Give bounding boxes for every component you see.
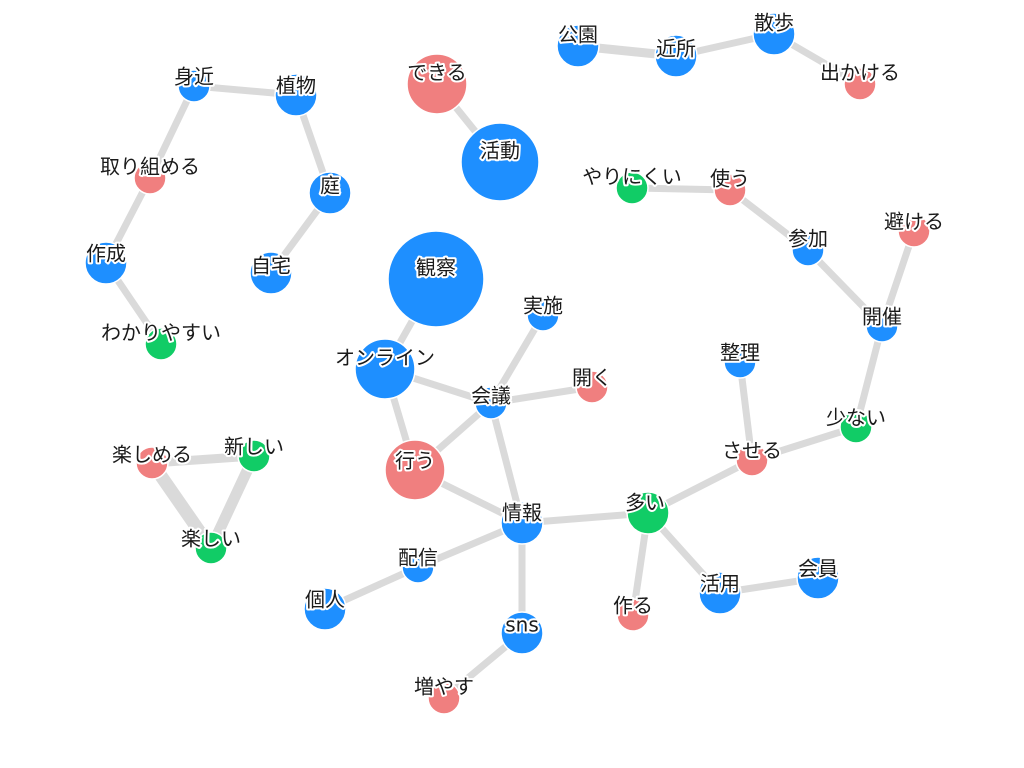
node-torikumeru[interactable]: [133, 161, 167, 195]
node-label-wakariyasui: わかりやすい: [101, 321, 221, 345]
node-label-niwa: 庭: [320, 174, 340, 198]
node-kinjo[interactable]: [654, 34, 698, 78]
node-label-yarinikui: やりにくい: [582, 165, 682, 189]
node-yarinikui[interactable]: [615, 171, 649, 205]
node-label-okonau: 行う: [395, 449, 435, 473]
node-mijika[interactable]: [177, 69, 211, 103]
node-fuyasu[interactable]: [427, 681, 461, 715]
node-label-saseru: させる: [722, 439, 782, 463]
node-tanoshimeru[interactable]: [135, 446, 169, 480]
node-kaisai[interactable]: [865, 309, 899, 343]
node-sanka[interactable]: [791, 233, 825, 267]
node-label-jitaku: 自宅: [251, 254, 291, 278]
node-label-torikumeru: 取り組める: [100, 155, 200, 179]
node-jitaku[interactable]: [249, 251, 293, 295]
node-label-haishin: 配信: [398, 546, 438, 570]
node-katsudou[interactable]: [460, 122, 540, 202]
node-sukunai[interactable]: [839, 410, 873, 444]
node-kaiin[interactable]: [796, 556, 840, 600]
edge-tanoshimeru-atarashii: [147, 451, 259, 468]
node-label-katsuyou: 活用: [700, 572, 740, 596]
node-label-kaigi: 会議: [471, 384, 511, 408]
node-label-tsukuru: 作る: [613, 594, 653, 618]
edge-mijika-torikumeru: [146, 82, 198, 182]
edge-tanoshimeru-tanoshii: [145, 456, 218, 555]
node-label-online: オンライン: [335, 346, 435, 370]
node-label-atarashii: 新しい: [224, 435, 284, 459]
node-sakusei[interactable]: [84, 241, 128, 285]
node-kaigi[interactable]: [474, 386, 508, 420]
node-label-sukunai: 少ない: [826, 406, 886, 430]
node-ooi[interactable]: [626, 491, 670, 535]
node-label-tsukau: 使う: [710, 167, 750, 191]
node-sakeru[interactable]: [897, 214, 931, 248]
node-label-kansatsu: 観察: [416, 256, 456, 280]
node-sanpo[interactable]: [752, 12, 796, 56]
node-label-sakusei: 作成: [86, 242, 126, 266]
node-label-hiraku: 開く: [572, 366, 612, 390]
node-kansatsu[interactable]: [387, 230, 485, 328]
node-label-ooi: 多い: [625, 491, 665, 515]
node-label-jisshi: 実施: [523, 294, 563, 318]
node-jouhou[interactable]: [500, 501, 544, 545]
node-label-dekiru: できる: [407, 61, 467, 85]
node-niwa[interactable]: [308, 171, 352, 215]
node-label-katsudou: 活動: [480, 139, 520, 163]
node-label-tanoshimeru: 楽しめる: [112, 443, 192, 467]
node-dekakeru[interactable]: [843, 67, 877, 101]
node-katsuyou[interactable]: [698, 571, 742, 615]
node-shokubutsu[interactable]: [274, 73, 318, 117]
node-tsukuru[interactable]: [616, 598, 650, 632]
node-atarashii[interactable]: [237, 439, 271, 473]
node-label-kojin: 個人: [305, 588, 345, 612]
edge-kaisai-sukunai: [852, 322, 886, 431]
node-layer: [84, 12, 931, 715]
node-tsukau[interactable]: [713, 173, 747, 207]
node-online[interactable]: [354, 338, 416, 400]
node-label-dekakeru: 出かける: [820, 61, 900, 85]
node-kouen[interactable]: [556, 24, 600, 68]
node-tanoshii[interactable]: [194, 531, 228, 565]
node-label-kaisai: 開催: [862, 305, 902, 329]
node-wakariyasui[interactable]: [144, 327, 178, 361]
node-label-sakeru: 避ける: [884, 210, 944, 234]
node-label-shokubutsu: 植物: [276, 74, 316, 98]
edge-sukunai-saseru: [748, 423, 860, 464]
edge-jisshi-kaigi: [487, 311, 547, 407]
node-label-sanpo: 散歩: [754, 11, 794, 35]
node-label-tanoshii: 楽しい: [181, 527, 241, 551]
node-dekiru[interactable]: [406, 53, 468, 115]
node-label-kinjo: 近所: [656, 37, 696, 61]
node-label-fuyasu: 増やす: [414, 675, 474, 699]
node-label-mijika: 身近: [174, 65, 214, 89]
node-jisshi[interactable]: [526, 298, 560, 332]
node-okonau[interactable]: [384, 439, 446, 501]
node-label-sanka: 参加: [788, 227, 828, 251]
node-label-kouen: 公園: [558, 23, 598, 47]
node-haishin[interactable]: [401, 550, 435, 584]
node-label-kaiin: 会員: [798, 557, 838, 581]
node-label-jouhou: 情報: [502, 501, 542, 525]
node-hiraku[interactable]: [575, 370, 609, 404]
node-label-sns: sns: [505, 613, 539, 637]
edge-atarashii-tanoshii: [205, 450, 260, 554]
node-seiri[interactable]: [723, 345, 757, 379]
node-label-seiri: 整理: [720, 341, 760, 365]
node-kojin[interactable]: [303, 587, 347, 631]
node-sns[interactable]: [500, 611, 544, 655]
edge-kaigi-hiraku: [487, 383, 596, 407]
edge-sanka-kaisai: [804, 246, 886, 330]
node-saseru[interactable]: [735, 443, 769, 477]
label-layer: 公園近所 散歩出かける できる活動 身近 植物取り組める庭作成自宅わかりやすい 観察 やりに…: [84, 9, 946, 701]
